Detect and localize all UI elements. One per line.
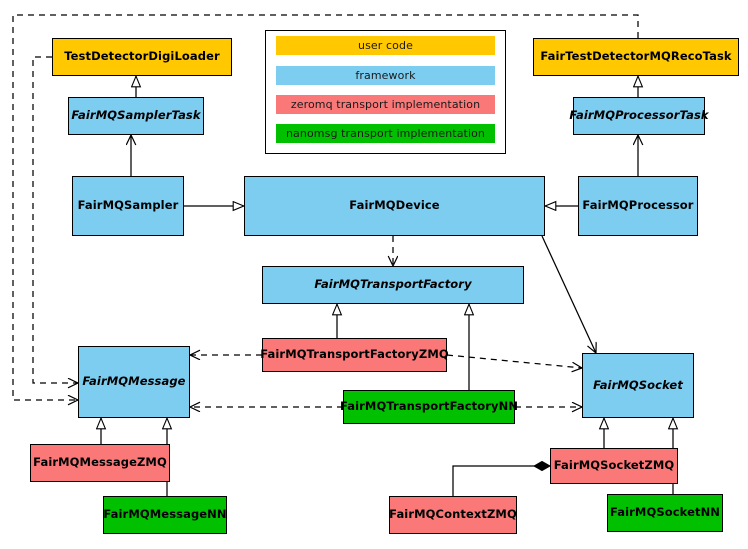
- class-label: FairMQSocket: [593, 377, 683, 392]
- edge-contextzmq-to-socketzmq: [452, 460, 552, 496]
- legend-item-user-code: user code: [276, 36, 495, 55]
- class-label: FairMQProcessorTask: [569, 108, 709, 123]
- class-node-fairmqsampler[interactable]: FairMQSampler: [72, 176, 184, 236]
- class-node-testdetectordigiloader[interactable]: TestDetectorDigiLoader: [52, 38, 232, 76]
- class-node-fairmqcontextzmq[interactable]: FairMQContextZMQ: [389, 496, 517, 534]
- class-node-fairmqmessagezmq[interactable]: FairMQMessageZMQ: [30, 444, 170, 482]
- class-label: FairMQTransportFactory: [314, 277, 472, 292]
- class-label: FairMQSocketZMQ: [553, 458, 675, 473]
- class-node-fairmqsocketnn[interactable]: FairMQSocketNN: [607, 494, 723, 532]
- class-label: FairMQMessageZMQ: [33, 455, 167, 470]
- legend-label-framework: framework: [355, 69, 416, 82]
- class-label: FairMQContextZMQ: [389, 507, 517, 522]
- class-label: FairMQSocketNN: [609, 505, 721, 520]
- class-label: FairTestDetectorMQRecoTask: [540, 49, 732, 64]
- class-label: FairMQSamplerTask: [71, 108, 201, 123]
- class-node-fairmqsamplertask[interactable]: FairMQSamplerTask: [68, 97, 204, 135]
- legend-item-nanomsg: nanomsg transport implementation: [276, 124, 495, 143]
- edge-factoryzmq-to-socket: [446, 354, 582, 368]
- class-label: FairMQMessage: [82, 374, 186, 389]
- class-node-fairmqprocessor[interactable]: FairMQProcessor: [578, 176, 698, 236]
- class-node-fairmqmessagenn[interactable]: FairMQMessageNN: [103, 496, 227, 534]
- legend-label-zeromq: zeromq transport implementation: [290, 98, 481, 111]
- class-label: TestDetectorDigiLoader: [64, 49, 220, 64]
- class-node-fairmqmessage[interactable]: FairMQMessage: [78, 346, 190, 418]
- class-node-fairmqdevice[interactable]: FairMQDevice: [244, 176, 545, 236]
- class-node-fairmqprocessortask[interactable]: FairMQProcessorTask: [569, 97, 709, 135]
- legend-item-framework: framework: [276, 66, 495, 85]
- class-node-fairtestdetectormqrecotask[interactable]: FairTestDetectorMQRecoTask: [533, 38, 739, 76]
- class-label: FairMQTransportFactoryZMQ: [260, 347, 449, 362]
- edge-device-to-socket: [541, 235, 596, 353]
- legend-item-zeromq: zeromq transport implementation: [276, 95, 495, 114]
- class-label: FairMQDevice: [349, 198, 440, 213]
- class-node-fairmqtransportfactory[interactable]: FairMQTransportFactory: [262, 266, 524, 304]
- class-node-fairmqtransportfactoryzmq[interactable]: FairMQTransportFactoryZMQ: [260, 338, 449, 372]
- class-node-fairmqsocket[interactable]: FairMQSocket: [582, 353, 694, 418]
- class-label: FairMQTransportFactoryNN: [339, 399, 519, 414]
- legend-label-user-code: user code: [358, 39, 413, 52]
- class-label: FairMQProcessor: [582, 198, 694, 213]
- class-node-fairmqsocketzmq[interactable]: FairMQSocketZMQ: [550, 448, 678, 484]
- class-label: FairMQMessageNN: [103, 507, 227, 522]
- legend-label-nanomsg: nanomsg transport implementation: [285, 127, 486, 140]
- class-node-fairmqtransportfactorynn[interactable]: FairMQTransportFactoryNN: [339, 390, 519, 424]
- class-label: FairMQSampler: [77, 198, 179, 213]
